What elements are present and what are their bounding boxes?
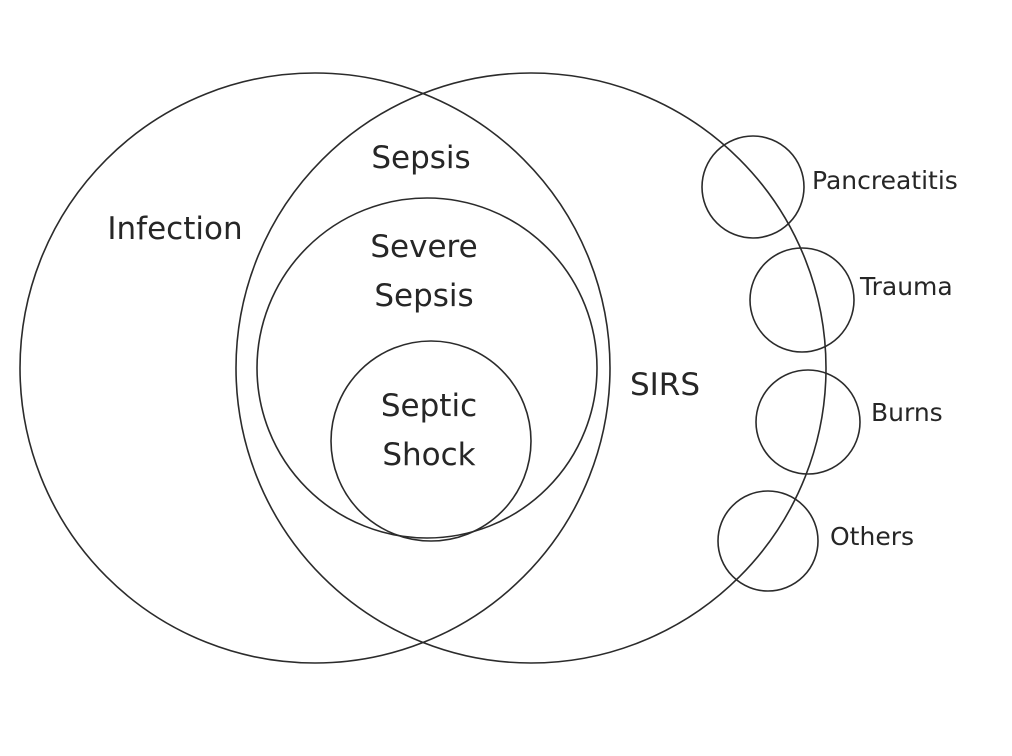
pancreatitis-circle — [701, 135, 805, 239]
infection-circle — [19, 72, 611, 664]
sirs-circle — [235, 72, 827, 664]
burns-label: Burns — [871, 398, 943, 427]
others-circle — [717, 490, 819, 592]
septic-shock-label-line1: Septic — [381, 388, 477, 424]
infection-label: Infection — [107, 211, 242, 247]
trauma-label: Trauma — [859, 272, 953, 301]
severe-sepsis-label-line1: Severe — [370, 229, 477, 265]
severe-sepsis-circle — [256, 197, 598, 539]
septic-shock-circle — [330, 340, 532, 542]
pancreatitis-label: Pancreatitis — [812, 166, 958, 195]
septic-shock-label-line2: Shock — [382, 437, 475, 473]
burns-circle — [755, 369, 861, 475]
trauma-circle — [749, 247, 855, 353]
sirs-label: SIRS — [630, 367, 700, 403]
others-label: Others — [830, 522, 914, 551]
severe-sepsis-label-line2: Sepsis — [374, 278, 473, 314]
sepsis-label: Sepsis — [371, 140, 470, 176]
